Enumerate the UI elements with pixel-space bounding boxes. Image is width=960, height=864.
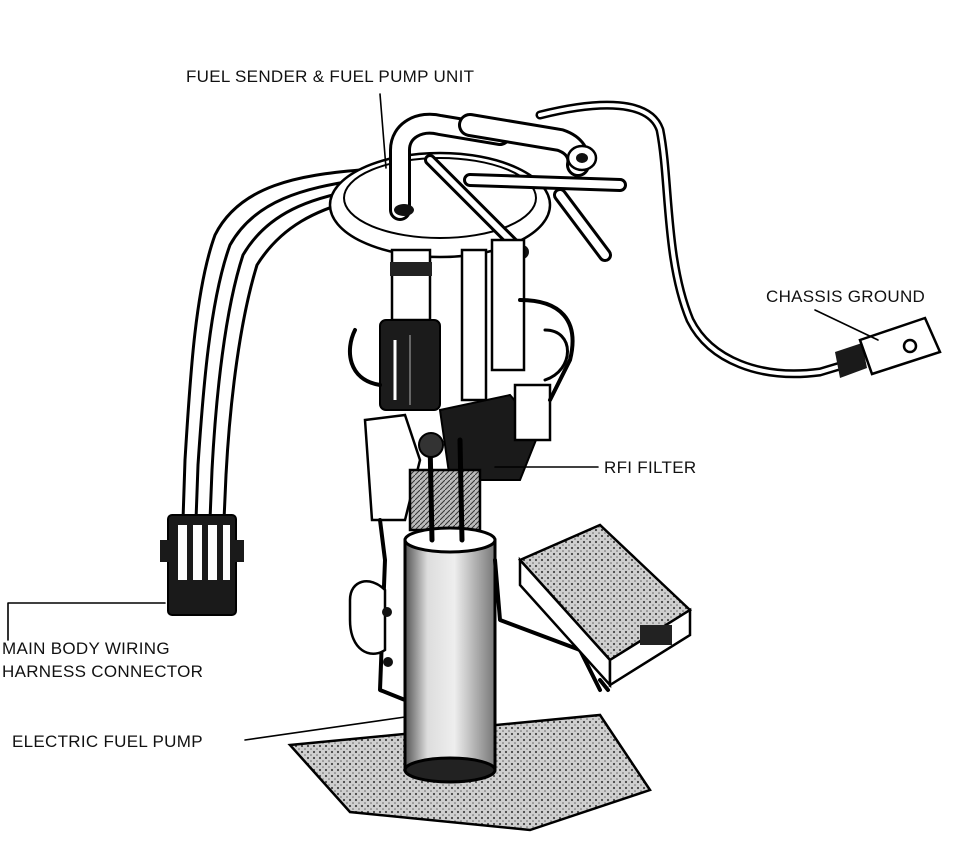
pump-bracket: [348, 413, 422, 702]
dark-canister: [347, 319, 441, 411]
rfi-filter-module: [438, 298, 575, 481]
label-chassis-ground: CHASSIS GROUND: [766, 287, 925, 306]
label-rfi-filter: RFI FILTER: [604, 458, 696, 477]
label-harness-line2: HARNESS CONNECTOR: [2, 662, 203, 681]
float-arm: [493, 558, 602, 692]
harness-wires: [181, 168, 362, 522]
sender-posts: [390, 238, 526, 402]
harness-connector: [160, 514, 244, 616]
electric-fuel-pump-body: [403, 432, 497, 784]
label-electric-fuel-pump: ELECTRIC FUEL PUMP: [12, 732, 203, 751]
label-harness-line1: MAIN BODY WIRING: [2, 639, 170, 658]
leader-lines: [7, 93, 879, 741]
fuel-level-float: [517, 523, 693, 692]
chassis-ground-wire: [535, 100, 942, 379]
label-fuel-sender-unit: FUEL SENDER & FUEL PUMP UNIT: [186, 67, 474, 86]
